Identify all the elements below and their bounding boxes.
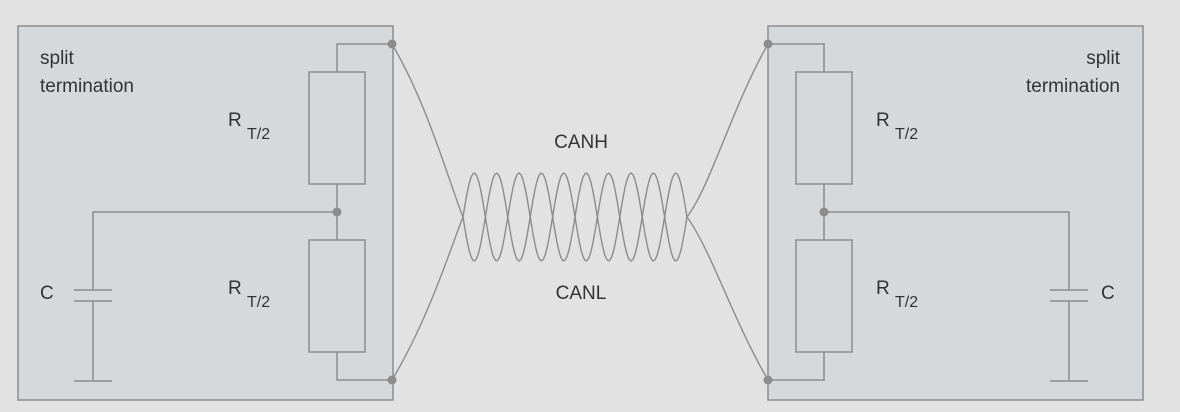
right-upper-resistor-label: R: [876, 110, 890, 131]
right-capacitor-wire: [824, 211, 1070, 290]
left-lower-resistor: [308, 239, 366, 353]
left-lower-wire: [336, 352, 392, 381]
left-title-line1: split: [40, 48, 75, 69]
left-capacitor-label: C: [40, 283, 54, 304]
bus-wire-b: [391, 172, 769, 381]
left-title-line2: termination: [40, 76, 134, 97]
right-capacitor-label: C: [1101, 283, 1115, 304]
right-lower-resistor-label: R: [876, 278, 890, 299]
left-upper-resistor-subscript: T/2: [247, 126, 270, 143]
left-upper-resistor-label: R: [228, 110, 242, 131]
left-termination-block: split termination R T/2 R T/2 C: [17, 25, 397, 401]
twisted-pair-bus: [391, 43, 769, 381]
left-lower-resistor-subscript: T/2: [247, 294, 270, 311]
right-termination-block: split termination R T/2 R T/2 C: [763, 25, 1144, 401]
right-midpoint-node: [819, 207, 829, 217]
right-title-line1: split: [1086, 48, 1121, 69]
left-upper-wire: [336, 43, 392, 72]
canh-label: CANH: [554, 132, 608, 153]
right-title-line2: termination: [1026, 76, 1120, 97]
left-midpoint-node: [332, 207, 342, 217]
right-upper-wire: [768, 43, 825, 72]
right-lower-resistor-subscript: T/2: [895, 294, 918, 311]
right-lower-wire: [768, 352, 825, 381]
left-upper-resistor: [308, 71, 366, 185]
right-upper-resistor-subscript: T/2: [895, 126, 918, 143]
right-upper-resistor: [795, 71, 853, 185]
canl-label: CANL: [556, 283, 607, 304]
right-lower-resistor: [795, 239, 853, 353]
left-lower-resistor-label: R: [228, 278, 242, 299]
left-capacitor-wire: [92, 211, 337, 290]
